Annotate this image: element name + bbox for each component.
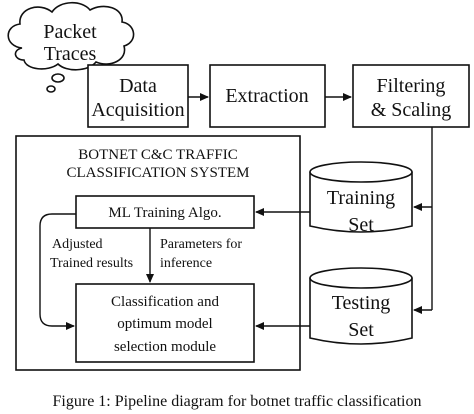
parameters-label-line2: inference xyxy=(160,256,212,271)
classification-line1: Classification and xyxy=(111,294,219,310)
cloud-tail-icon xyxy=(46,73,65,93)
classification-line2: optimum model xyxy=(117,316,212,332)
packet-traces-cloud: Packet Traces xyxy=(7,1,135,71)
adjusted-label-line1: Adjusted xyxy=(52,237,103,252)
figure-caption: Figure 1: Pipeline diagram for botnet tr… xyxy=(53,393,422,410)
filtering-line1: Filtering xyxy=(377,75,446,97)
cloud-label-line1: Packet xyxy=(43,21,97,43)
training-set-line2: Set xyxy=(348,214,374,236)
adjusted-label-line2: Trained results xyxy=(50,256,133,271)
filtering-line2: & Scaling xyxy=(371,99,452,121)
classification-line3: selection module xyxy=(114,339,216,355)
ml-training-label: ML Training Algo. xyxy=(108,205,221,221)
parameters-label-line1: Parameters for xyxy=(160,237,242,252)
testing-set-cylinder: Testing Set xyxy=(309,267,413,345)
extraction-label: Extraction xyxy=(225,85,308,107)
data-acquisition-box: Data Acquisition xyxy=(87,64,189,128)
system-title-line2: CLASSIFICATION SYSTEM xyxy=(67,165,250,181)
classification-system-box: BOTNET C&C TRAFFIC CLASSIFICATION SYSTEM xyxy=(15,135,301,371)
data-acquisition-line2: Acquisition xyxy=(91,99,184,121)
cloud-label-line2: Traces xyxy=(44,43,97,65)
feedback-loop-arrow xyxy=(39,213,76,330)
data-acquisition-line1: Data xyxy=(119,75,157,97)
ml-training-box: ML Training Algo. xyxy=(75,195,255,229)
training-set-line1: Training xyxy=(327,187,395,209)
testing-set-line2: Set xyxy=(348,319,374,341)
extraction-box: Extraction xyxy=(209,64,326,128)
system-title-line1: BOTNET C&C TRAFFIC xyxy=(78,147,237,163)
training-set-cylinder: Training Set xyxy=(309,161,413,236)
testing-set-line1: Testing xyxy=(332,292,391,314)
filtering-scaling-box: Filtering & Scaling xyxy=(352,64,470,128)
classification-module-box: Classification and optimum model selecti… xyxy=(75,283,255,363)
